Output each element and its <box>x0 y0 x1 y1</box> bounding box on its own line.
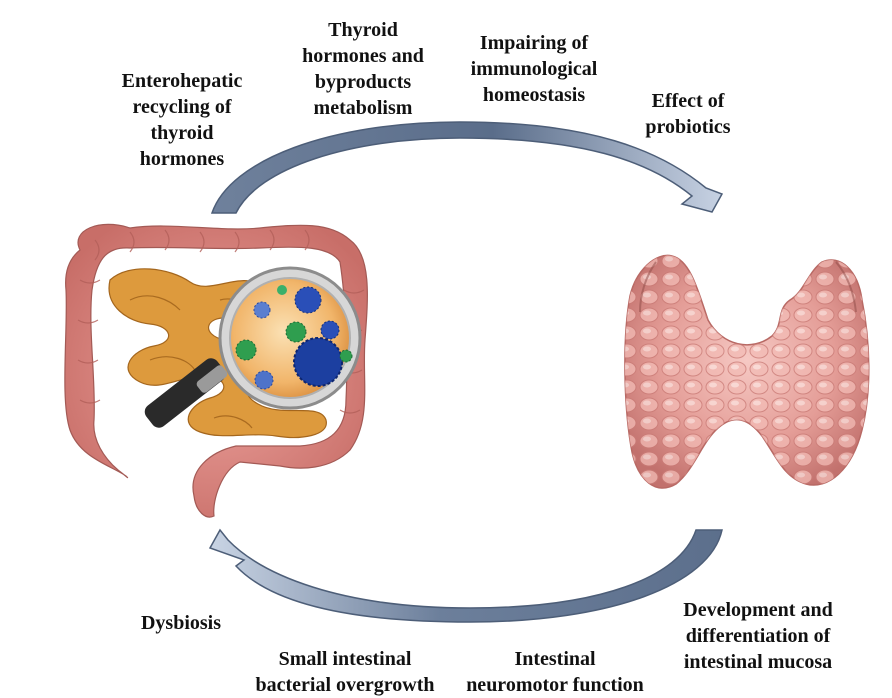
top-cycle-arrow <box>210 121 724 214</box>
intestine-illustration <box>64 223 368 518</box>
label-thyroid-hormone-metabolism: Thyroid hormones and byproducts metaboli… <box>302 19 424 119</box>
thyroid-illustration <box>624 254 870 489</box>
label-mucosa-development: Development and differentiation of intes… <box>683 599 833 673</box>
bacteria-cluster <box>235 285 353 390</box>
label-probiotics-effect: Effect of probiotics <box>645 90 731 138</box>
label-neuromotor-function: Intestinal neuromotor function <box>466 648 644 696</box>
label-sibo: Small intestinal bacterial overgrowth <box>255 648 435 696</box>
magnifier-icon <box>144 266 362 428</box>
label-enterohepatic-recycling: Enterohepatic recycling of thyroid hormo… <box>121 70 243 170</box>
label-immunological-homeostasis: Impairing of immunological homeostasis <box>470 32 598 106</box>
bottom-cycle-arrow <box>208 528 723 623</box>
label-dysbiosis: Dysbiosis <box>140 612 222 634</box>
